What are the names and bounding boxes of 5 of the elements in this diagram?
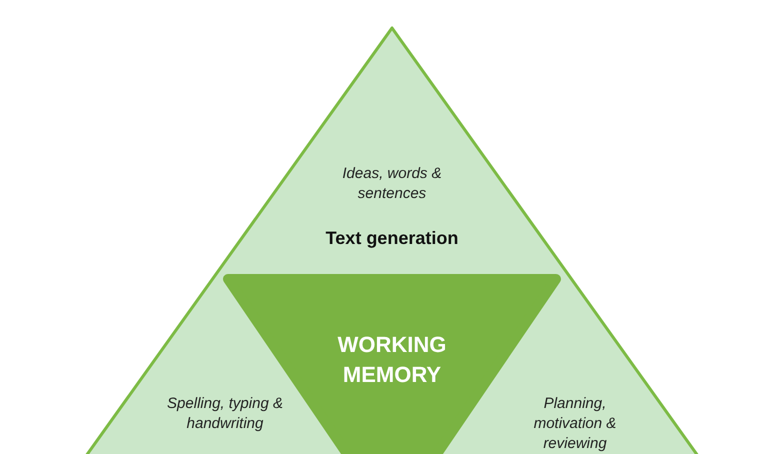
description-text: Spelling, typing & handwriting xyxy=(166,394,284,434)
description-text: Ideas, words & sentences xyxy=(341,164,443,204)
section-heading: Text generation xyxy=(324,227,460,250)
description-text: Planning, motivation & reviewing xyxy=(532,394,618,454)
center-label: WORKING MEMORY xyxy=(336,331,448,389)
